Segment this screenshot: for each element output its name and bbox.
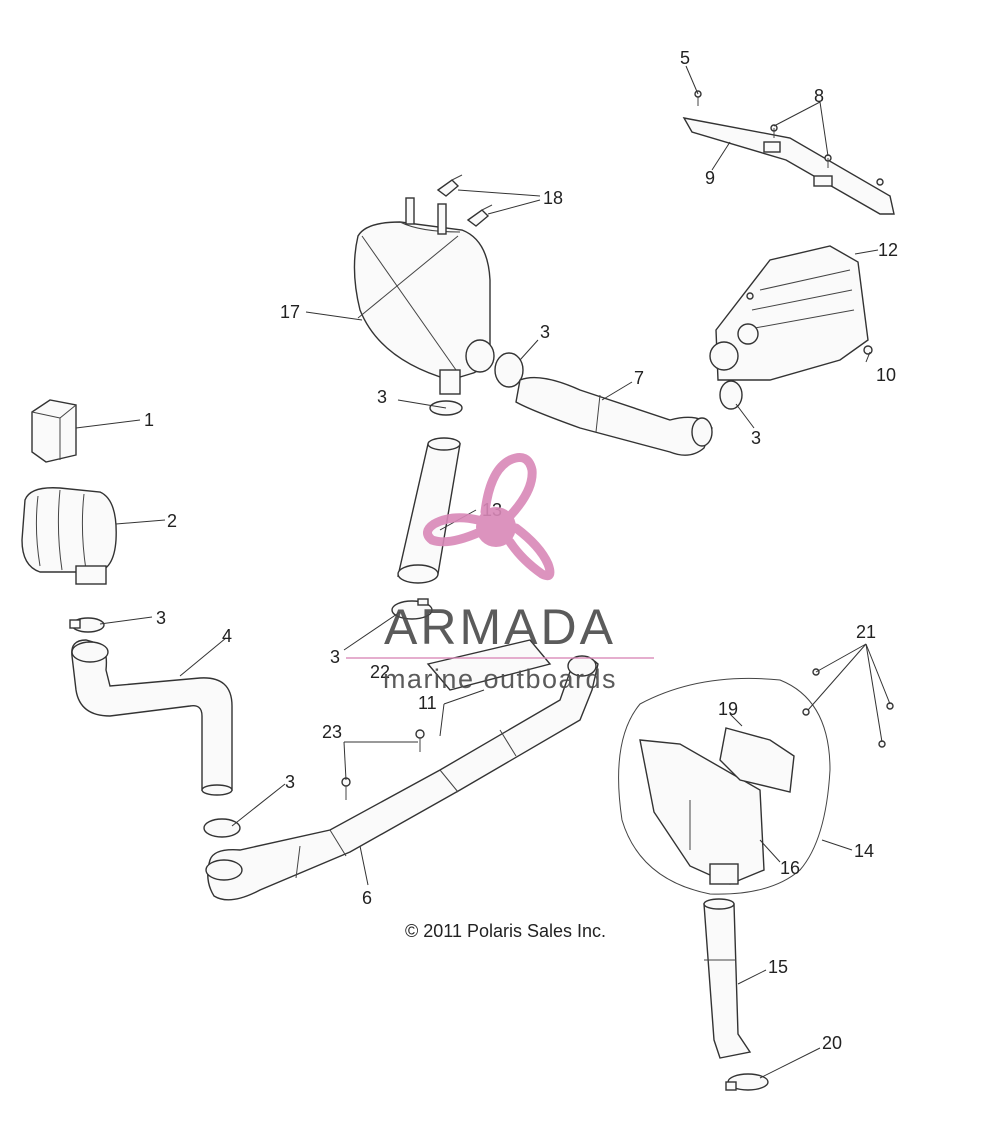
callout-11: 11 [418, 693, 437, 713]
callout-8: 8 [814, 86, 824, 106]
callout-17: 17 [280, 302, 300, 322]
callout-7: 7 [634, 368, 644, 388]
part-15-tube [703, 898, 752, 1059]
part-20-clamp [725, 1073, 769, 1091]
part-2-air-box [21, 487, 117, 585]
callout-18: 18 [543, 188, 563, 208]
part-4-intake-elbow-hose [71, 639, 233, 796]
callout-1: 1 [144, 410, 154, 430]
callout-labels: 1 2 3 3 3 3 3 3 4 5 6 7 8 9 10 11 12 13 … [144, 48, 898, 1053]
part-8-screws [770, 124, 884, 186]
part-22-label [426, 639, 552, 691]
callout-3: 3 [377, 387, 387, 407]
clamp-3-mid [391, 598, 433, 620]
part-6-11-duct [205, 655, 599, 901]
callout-9: 9 [705, 168, 715, 188]
part-17-resonator [353, 197, 495, 395]
callout-20: 20 [822, 1033, 842, 1053]
part-1-foam-block [31, 399, 77, 463]
clamp-3-hose7 [494, 352, 524, 388]
callout-12: 12 [878, 240, 898, 260]
callout-21: 21 [856, 622, 876, 642]
callout-23: 23 [322, 722, 342, 742]
callout-15: 15 [768, 957, 788, 977]
part-7-hose [515, 376, 713, 456]
callout-19: 19 [718, 699, 738, 719]
part-9-bracket [682, 117, 895, 215]
part-18-push-pins [436, 174, 493, 227]
part-13-tube [397, 437, 461, 584]
callout-5: 5 [680, 48, 690, 68]
propeller-logo-icon [423, 453, 555, 581]
clamp-3-left [69, 617, 105, 633]
watermark-tagline: marine outboards [383, 664, 617, 694]
clamp-3-lower [203, 818, 241, 838]
callout-16: 16 [780, 858, 800, 878]
watermark-brand: ARMADA [384, 599, 616, 655]
callout-10: 10 [876, 365, 896, 385]
callout-4: 4 [222, 626, 232, 646]
callout-3: 3 [540, 322, 550, 342]
clamp-3-engine [719, 380, 743, 410]
callout-14: 14 [854, 841, 874, 861]
callout-3: 3 [156, 608, 166, 628]
part-21-screws [802, 668, 894, 748]
part-19-foam [719, 727, 795, 793]
copyright-text: © 2011 Polaris Sales Inc. [405, 921, 606, 941]
callout-3: 3 [751, 428, 761, 448]
part-12-engine [709, 245, 873, 381]
callout-2: 2 [167, 511, 177, 531]
callout-6: 6 [362, 888, 372, 908]
callout-22: 22 [370, 662, 390, 682]
callout-3: 3 [285, 772, 295, 792]
callout-3: 3 [330, 647, 340, 667]
part-14-assembly [618, 677, 831, 895]
watermark: ARMADA marine outboards [346, 453, 654, 694]
